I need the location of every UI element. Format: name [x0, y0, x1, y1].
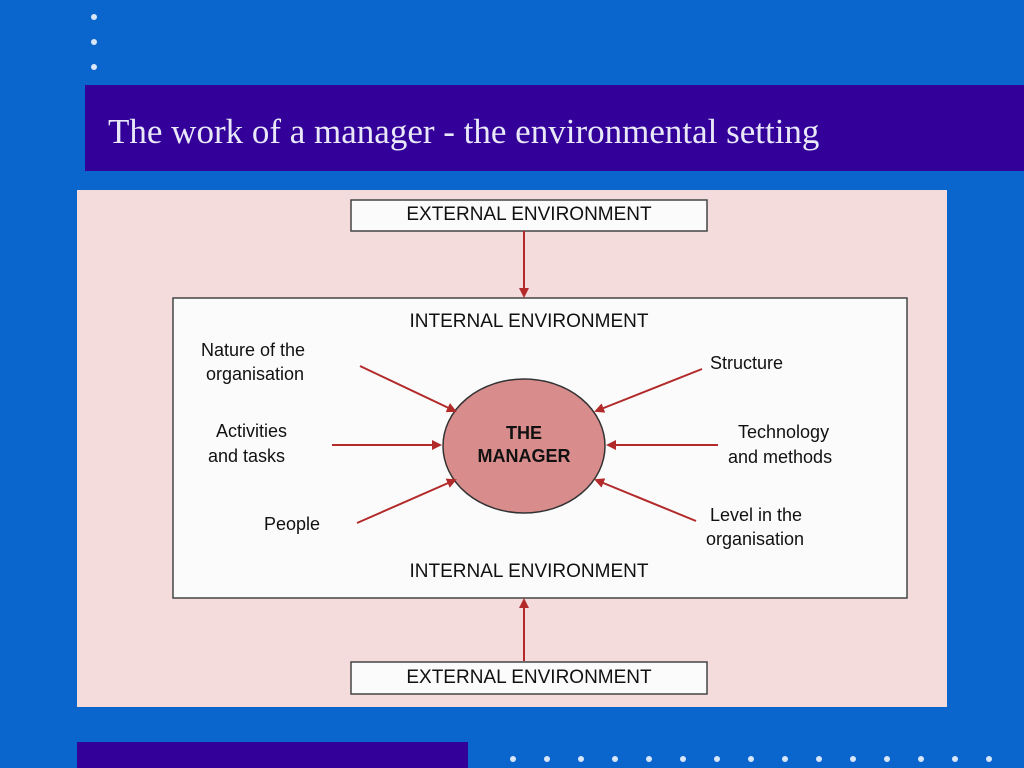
arrow-level-to-manager	[594, 478, 697, 522]
decorative-dot	[91, 14, 97, 20]
diagram-graphics	[172, 199, 908, 695]
factor-level-line2: organisation	[706, 529, 805, 549]
arrow-nature-to-manager	[359, 365, 457, 413]
factor-structure-line1: Structure	[710, 353, 784, 373]
environment-diagram: EXTERNAL ENVIRONMENT EXTERNAL ENVIRONMEN…	[77, 190, 947, 707]
decorative-dot	[986, 756, 992, 762]
decorative-dot	[714, 756, 720, 762]
bottom-bar	[77, 742, 468, 768]
manager-label-line2: MANAGER	[477, 446, 571, 466]
factor-level-line1: Level in the	[710, 505, 803, 525]
decorative-dot	[952, 756, 958, 762]
decorative-dot	[816, 756, 822, 762]
arrow-people-to-manager	[356, 478, 457, 524]
factor-activities-line2: and tasks	[208, 446, 286, 466]
decorative-dot	[510, 756, 516, 762]
arrow-structure-to-manager	[594, 368, 703, 413]
decorative-dot	[782, 756, 788, 762]
external-environment-top-label: EXTERNAL ENVIRONMENT	[406, 204, 652, 225]
factor-people-line1: People	[264, 514, 321, 534]
external-environment-top-box	[350, 199, 708, 232]
factor-nature-line1: Nature of the	[201, 340, 306, 360]
external-environment-bottom-label: EXTERNAL ENVIRONMENT	[406, 667, 652, 688]
decorative-dot	[850, 756, 856, 762]
decorative-dot	[680, 756, 686, 762]
title-bar	[85, 85, 1024, 171]
decorative-dot	[646, 756, 652, 762]
factor-activities-line1: Activities	[216, 421, 288, 441]
manager-label-line1: THE	[506, 423, 542, 443]
factor-nature-line2: organisation	[206, 364, 305, 384]
factor-technology-line1: Technology	[738, 422, 830, 442]
decorative-dot	[748, 756, 754, 762]
external-environment-bottom-box	[350, 661, 708, 695]
decorative-dot	[91, 64, 97, 70]
internal-environment-bottom-label: INTERNAL ENVIRONMENT	[409, 561, 649, 582]
decorative-dot	[91, 39, 97, 45]
internal-environment-top-label: INTERNAL ENVIRONMENT	[409, 311, 649, 332]
decorative-dot	[578, 756, 584, 762]
decorative-dot	[884, 756, 890, 762]
decorative-dot	[544, 756, 550, 762]
factor-technology-line2: and methods	[728, 447, 833, 467]
decorative-dot	[612, 756, 618, 762]
decorative-dot	[918, 756, 924, 762]
manager-circle	[442, 378, 606, 514]
slide-title: The work of a manager - the environmenta…	[108, 112, 820, 151]
